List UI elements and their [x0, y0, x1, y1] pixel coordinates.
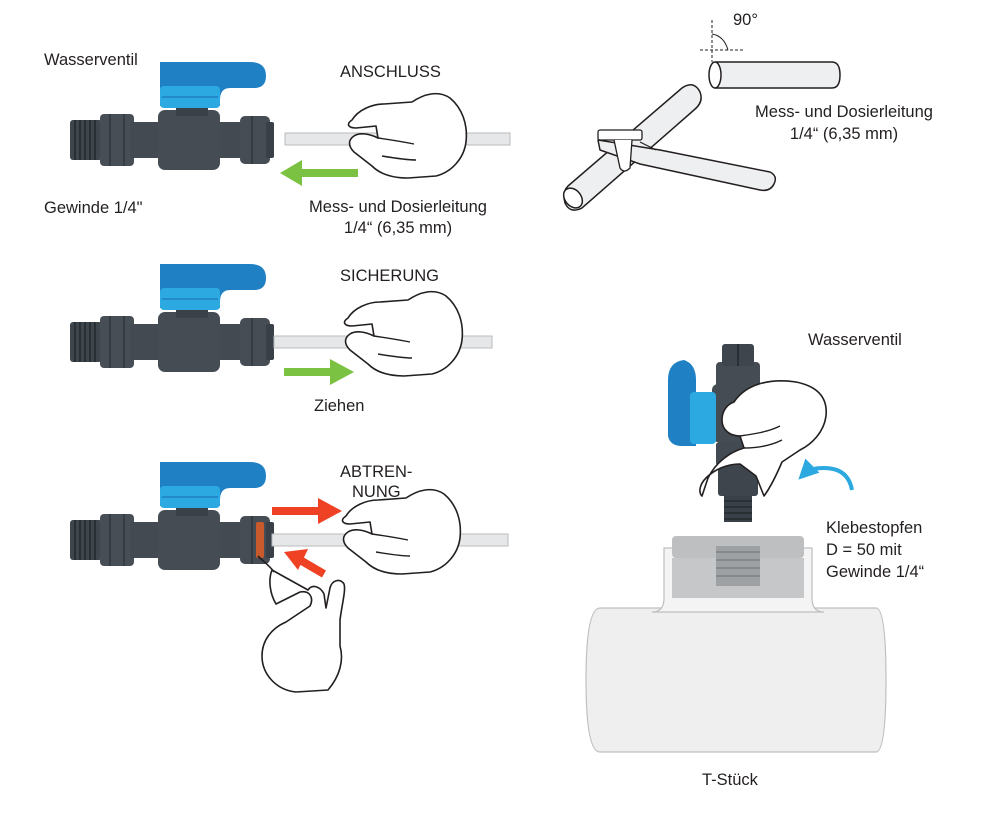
rotate-arrow-cyan	[798, 458, 854, 491]
hand-3-icon	[341, 488, 462, 575]
label-step-separate-2: NUNG	[352, 483, 401, 501]
label-line-left-2: 1/4“ (6,35 mm)	[343, 219, 453, 237]
hand-press-icon	[257, 555, 346, 693]
label-line-right-2: 1/4“ (6,35 mm)	[789, 125, 899, 143]
valve-2-icon	[69, 263, 275, 373]
label-step-connect: ANSCHLUSS	[340, 63, 441, 81]
pipe-cutter-icon	[562, 84, 777, 211]
hand-right-icon	[699, 380, 827, 497]
label-step-secure: SICHERUNG	[340, 267, 440, 285]
arrow-green-right	[284, 359, 354, 385]
label-pull: Ziehen	[314, 397, 365, 415]
hand-2-icon	[343, 290, 464, 377]
label-angle: 90°	[733, 11, 758, 29]
label-valve-top: Wasserventil	[44, 51, 138, 69]
label-plug-1: Klebestopfen	[826, 519, 923, 537]
valve-1-icon	[69, 61, 275, 171]
valve-3-icon	[69, 461, 275, 571]
label-plug-3: Gewinde 1/4“	[826, 563, 925, 581]
label-line-left-1: Mess- und Dosierleitung	[309, 198, 487, 216]
hand-1-icon	[347, 92, 468, 179]
arrow-red-right	[272, 498, 342, 524]
arrow-green-left	[280, 160, 358, 186]
label-line-right-1: Mess- und Dosierleitung	[755, 103, 933, 121]
arrow-red-diagonal	[284, 549, 327, 578]
label-step-separate-1: ABTREN-	[340, 463, 413, 481]
tee-fitting-icon	[585, 536, 887, 753]
label-plug-2: D = 50 mit	[826, 541, 902, 559]
cut-tube-icon	[700, 20, 841, 89]
label-tee: T-Stück	[702, 771, 758, 789]
label-valve-right: Wasserventil	[808, 331, 902, 349]
label-thread-top: Gewinde 1/4"	[44, 199, 143, 217]
